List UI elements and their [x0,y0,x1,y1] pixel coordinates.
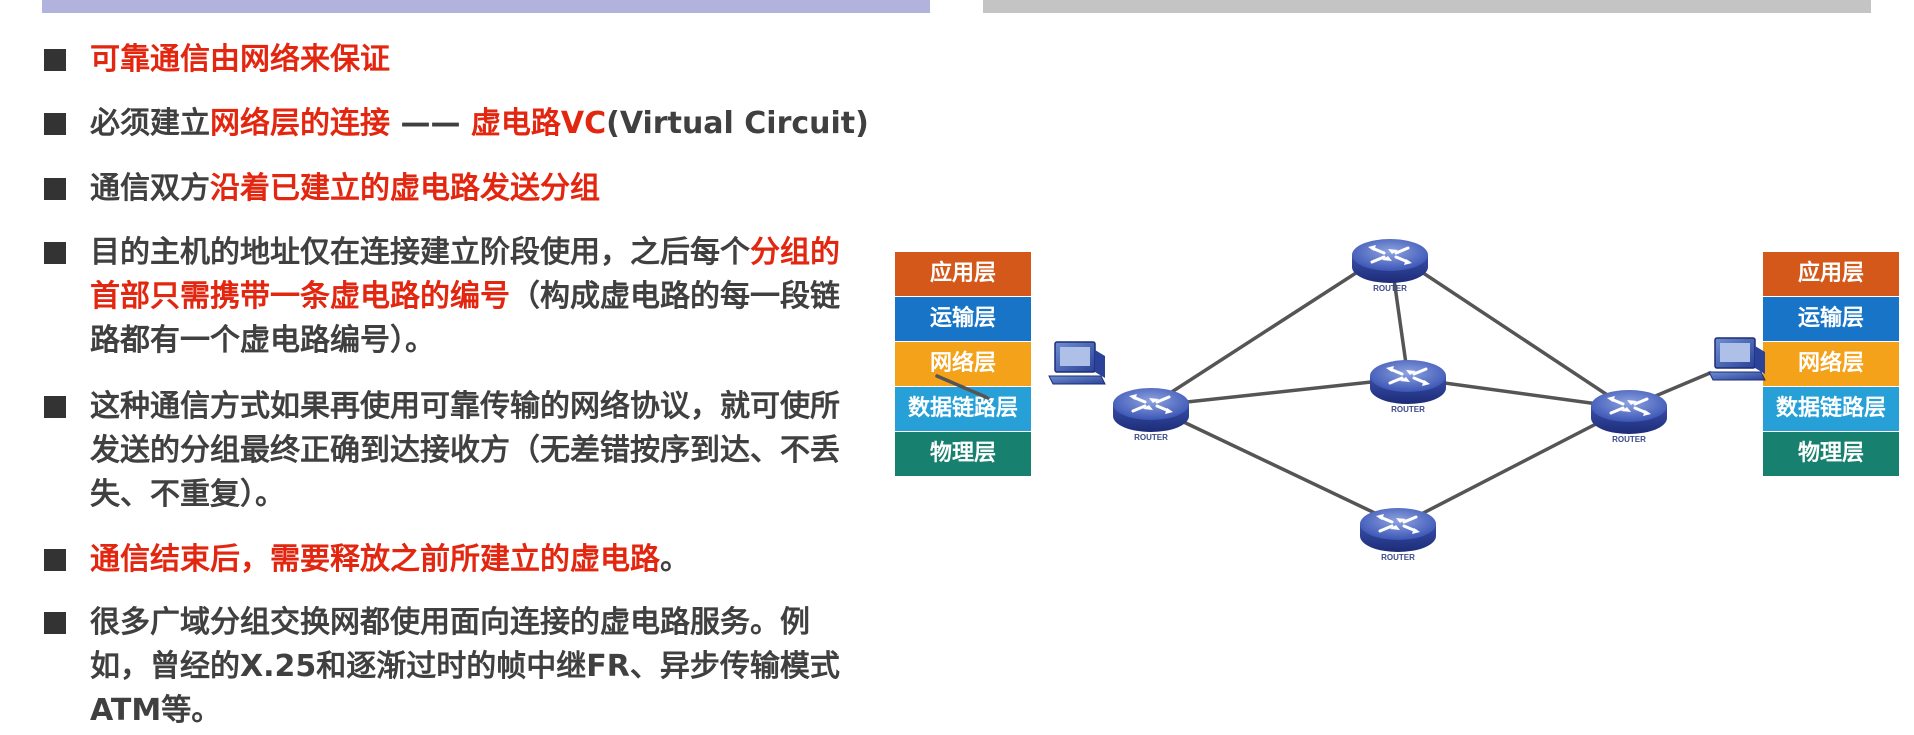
router-icon: ROUTER [1368,358,1448,414]
bullet-item: 目的主机的地址仅在连接建立阶段使用，之后每个分组的首部只需携带一条虚电路的编号（… [44,231,854,363]
bullet-text-highlight: 分组的首部只需携带一条虚电路的编号 [90,235,840,314]
router-label: ROUTER [1391,405,1425,414]
bullet-text-highlight: 虚电路VC [470,106,607,141]
bullet-text: 通信双方 [90,171,210,206]
layer-network: 网络层 [1763,342,1899,386]
bullet-text-highlight: 通信结束后，需要释放之前所建立的虚电路 [90,542,660,577]
bullet-text: （构成虚电路的每一段链路都有一个虚电路编号）。 [90,279,840,358]
bullet-item: 可靠通信由网络来保证 [44,38,904,82]
bullet-square-icon [44,396,66,418]
bullet-item: 很多广域分组交换网都使用面向连接的虚电路服务。例如，曾经的X.25和逐渐过时的帧… [44,601,864,733]
router-icon: ROUTER [1358,506,1438,562]
layer-physical: 物理层 [1763,432,1899,476]
bullet-square-icon [44,49,66,71]
layer-network: 网络层 [895,342,1031,386]
bullet-text-highlight: 沿着已建立的虚电路发送分组 [210,171,600,206]
host-pc-right-icon [1708,337,1766,381]
top-accent-bar-right [983,0,1871,13]
bullet-square-icon [44,242,66,264]
router-label: ROUTER [1134,433,1168,442]
layer-datalink: 数据链路层 [1763,387,1899,431]
bullet-text: 必须建立 [90,106,210,141]
bullet-item: 这种通信方式如果再使用可靠传输的网络协议，就可使所发送的分组最终正确到达接收方（… [44,385,854,517]
bullet-text: —— [390,106,471,141]
bullet-text-highlight: 网络层的连接 [210,106,390,141]
router-label: ROUTER [1373,284,1407,293]
bullet-item: 通信结束后，需要释放之前所建立的虚电路。 [44,538,904,582]
router-icon: ROUTER [1589,388,1669,444]
layer-application: 应用层 [1763,252,1899,296]
bullet-text: 目的主机的地址仅在连接建立阶段使用，之后每个 [90,235,750,270]
layer-application: 应用层 [895,252,1031,296]
layer-transport: 运输层 [1763,297,1899,341]
layer-transport: 运输层 [895,297,1031,341]
router-icon: ROUTER [1350,237,1430,293]
layer-physical: 物理层 [895,432,1031,476]
bullet-text: 这种通信方式如果再使用可靠传输的网络协议，就可使所发送的分组最终正确到达接收方（… [90,389,840,512]
network-links [935,249,1712,527]
protocol-stack-right: 应用层 运输层 网络层 数据链路层 物理层 [1763,252,1899,477]
bullet-square-icon [44,612,66,634]
bullet-text: (Virtual Circuit) [606,106,869,141]
virtual-circuit-network-diagram: 应用层 运输层 网络层 数据链路层 物理层 应用层 运输层 网络层 数据链路层 … [895,228,1900,568]
bullet-item: 必须建立网络层的连接 —— 虚电路VC(Virtual Circuit) [44,102,904,146]
host-pc-left-icon [1048,341,1106,385]
bullet-text: 。 [660,542,690,577]
top-accent-bar-left [42,0,930,13]
protocol-stack-left: 应用层 运输层 网络层 数据链路层 物理层 [895,252,1031,477]
bullet-square-icon [44,178,66,200]
router-label: ROUTER [1612,435,1646,444]
network-topology: ROUTER ROUTER ROUTER ROUTER ROUTER [935,237,1766,562]
router-label: ROUTER [1381,553,1415,562]
bullet-item: 通信双方沿着已建立的虚电路发送分组 [44,167,904,211]
bullet-square-icon [44,113,66,135]
bullet-square-icon [44,549,66,571]
layer-datalink: 数据链路层 [895,387,1031,431]
router-icon: ROUTER [1111,386,1191,442]
bullet-text: 很多广域分组交换网都使用面向连接的虚电路服务。例如，曾经的X.25和逐渐过时的帧… [90,605,840,728]
bullet-text: 可靠通信由网络来保证 [90,42,390,77]
